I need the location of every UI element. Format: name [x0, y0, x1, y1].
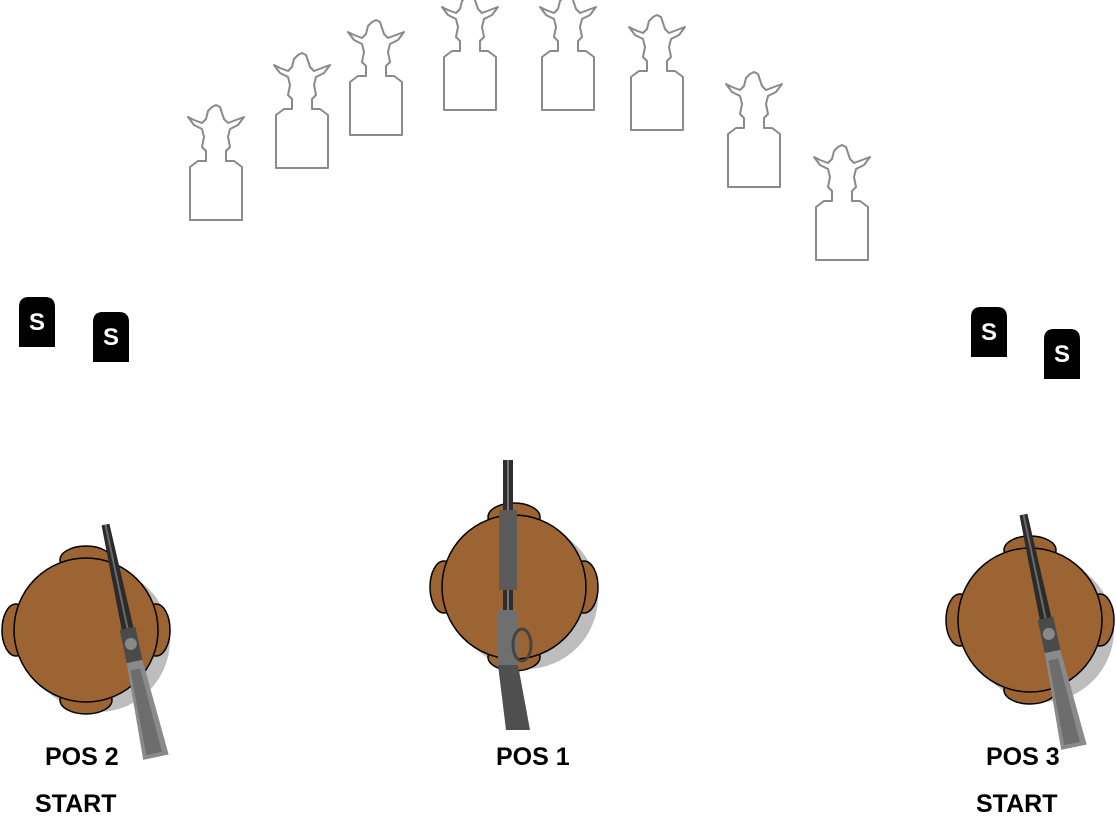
cowboy-target-icon [813, 144, 871, 261]
cowboy-target-icon [273, 52, 331, 169]
targets-arc [187, 0, 871, 261]
tombstone-s-icon [93, 312, 129, 362]
shotgun-targets [19, 297, 1080, 379]
cowboy-target-icon [539, 0, 597, 111]
pos2-label: POS 2 [45, 743, 119, 771]
cowboy-target-icon [725, 71, 783, 188]
tombstone-s-icon [1044, 329, 1080, 379]
pos2-start-label: START [35, 790, 117, 818]
cowboy-target-icon [347, 19, 405, 136]
tombstone-s-icon [19, 297, 55, 347]
pos3-start-label: START [976, 790, 1058, 818]
pos3-label: POS 3 [986, 743, 1060, 771]
cowboy-target-icon [441, 0, 499, 111]
cowboy-target-icon [187, 104, 245, 221]
cowboy-target-icon [628, 14, 686, 131]
tombstone-s-icon [971, 307, 1007, 357]
pos1-label: POS 1 [496, 743, 570, 771]
